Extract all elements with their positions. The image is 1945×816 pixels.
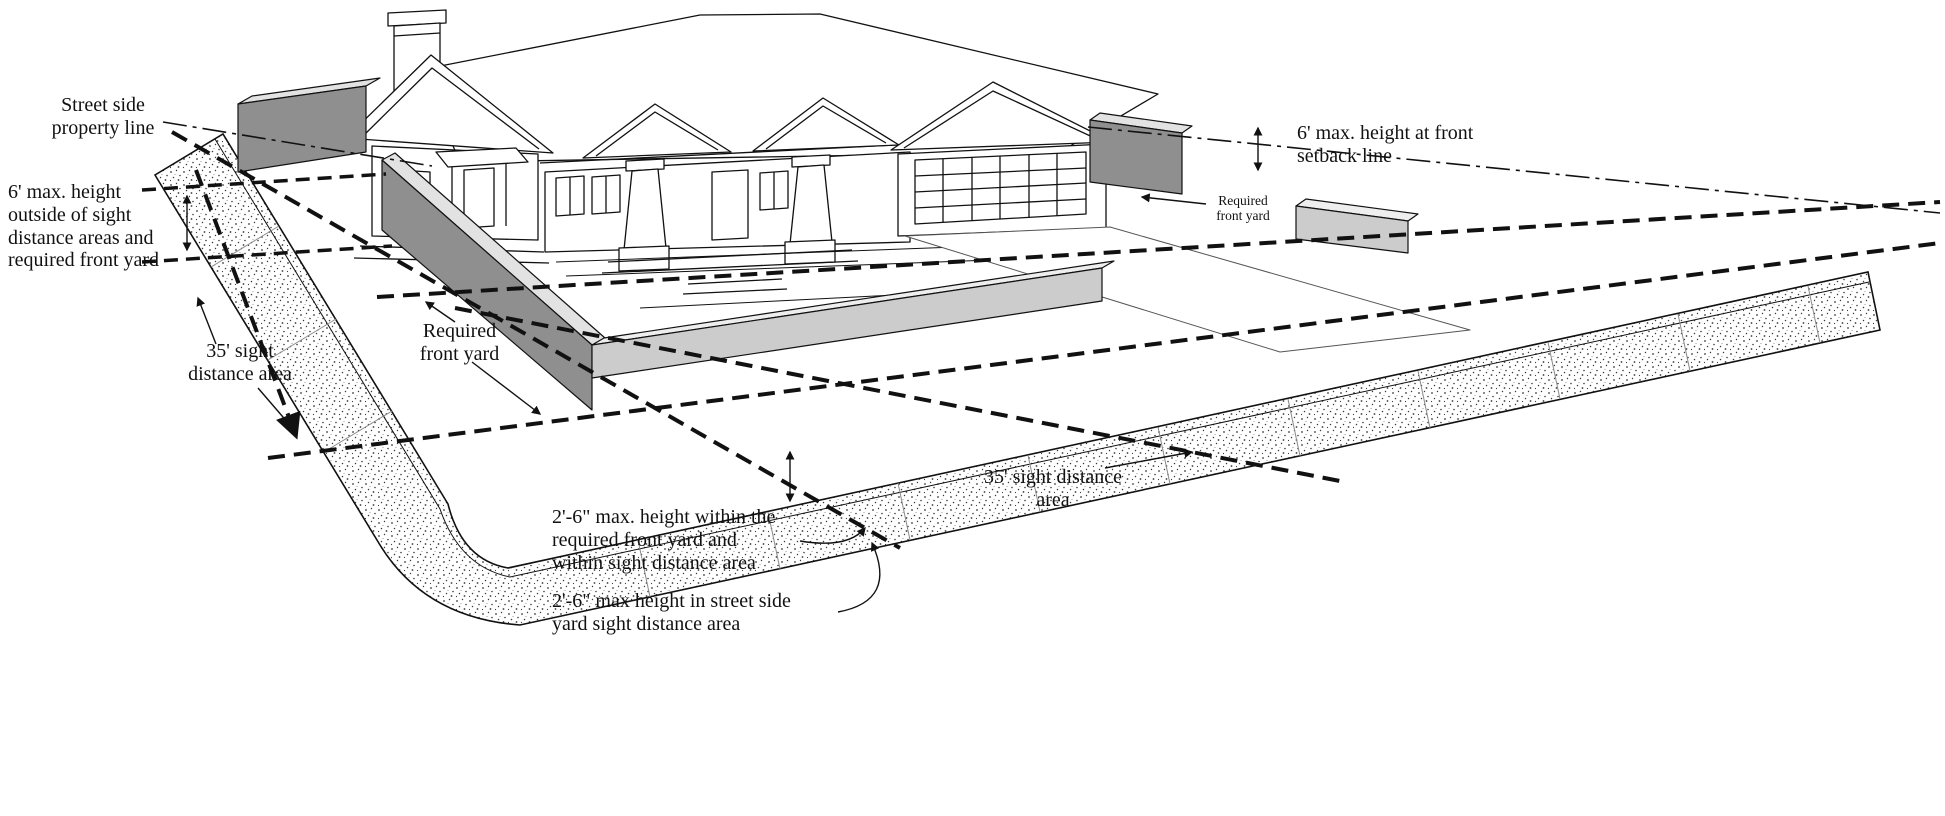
sidewalk-surface [153, 132, 1881, 626]
sight-line-right-dashed [454, 306, 1346, 484]
label-sight-distance-left: 35' sight distance area [188, 340, 292, 385]
low-fence-front-face [591, 267, 1103, 379]
curb-line [214, 138, 1870, 578]
sidewalk-joints [210, 225, 1821, 598]
label-max-height-front-yard: 2'-6" max. height within the required fr… [552, 506, 776, 574]
tall-fence-right-face [1089, 119, 1183, 195]
label-max-height-front-setback: 6' max. height at front setback line [1297, 122, 1474, 167]
front-property-line-dashed [267, 241, 1941, 460]
height-reference-line-top [141, 172, 387, 192]
leader-required-front-yard-right [1140, 193, 1207, 205]
label-sight-distance-right: 35' sight distance area [983, 466, 1123, 511]
label-required-front-yard-left: Required front yard [419, 320, 500, 365]
sight-line-left-dashed [194, 169, 301, 440]
street-side-property-line-dashed [171, 130, 901, 550]
sidewalk [153, 132, 1881, 626]
leader-sight-left-down [257, 387, 296, 433]
garage [890, 81, 1113, 237]
property-lines [141, 121, 1941, 550]
leader-26-street-side [837, 541, 881, 613]
label-max-height-street-side-yard: 2'-6" max height in street side yard sig… [552, 590, 791, 635]
leader-sight-right [1104, 448, 1194, 469]
tall-fence-street-side-face [381, 159, 593, 411]
porch-columns [618, 154, 836, 272]
leader-lines [182, 126, 1263, 613]
height-datum-dashdot-right [1087, 126, 1941, 214]
leader-26-front-yard [799, 526, 866, 544]
leader-sight-left-up [196, 296, 217, 345]
garage-door [914, 151, 1087, 225]
label-max-height-outside-sight: 6' max. height outside of sight distance… [8, 181, 160, 272]
porch-gables [582, 97, 900, 159]
front-setback-line-dashed [376, 200, 1941, 299]
label-street-side-property-line: Street side property line [51, 94, 155, 139]
label-required-front-yard-right: Required front yard [1216, 193, 1270, 223]
leader-front-yard-up [424, 301, 456, 323]
porch-wall [539, 143, 916, 253]
height-reference-line-bottom [141, 244, 393, 264]
height-datum-dashdot-left [162, 121, 433, 167]
leader-front-yard-down [471, 361, 542, 415]
fence-walls [237, 77, 1419, 411]
